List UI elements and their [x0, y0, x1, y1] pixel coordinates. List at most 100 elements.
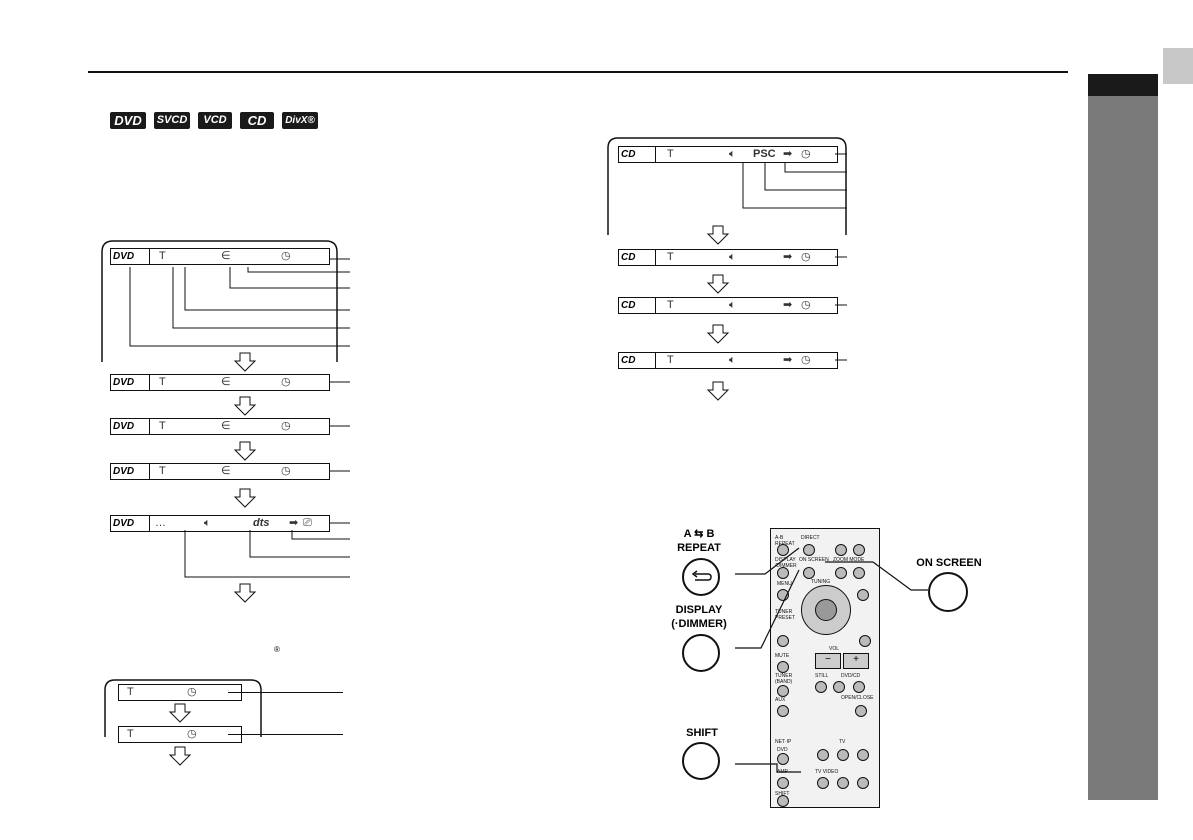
audio-icon: 🔈︎ — [729, 251, 736, 263]
divx-tv-screen-outline — [104, 679, 262, 737]
shift-button[interactable] — [682, 742, 720, 780]
remote-display-text: DISPLAY /DIMMER — [775, 557, 797, 569]
remote-callout-lines — [735, 547, 928, 773]
badge-dvd: DVD — [110, 112, 146, 129]
remote-vol-up-button[interactable]: + — [843, 653, 869, 669]
down-arrow-icon — [706, 381, 730, 401]
remote-aux-text: AUX — [775, 697, 786, 703]
remote-top-button-1[interactable] — [835, 544, 847, 556]
remote-rewind-button[interactable] — [777, 635, 789, 647]
header-rule — [88, 71, 1068, 73]
down-arrow-icon — [168, 703, 192, 723]
shift-label: SHIFT — [686, 727, 718, 739]
dvd-osd-bar-1: DVD T ∈ ◷ — [110, 248, 330, 265]
badge-divx: DivX® — [282, 112, 318, 129]
badge-cd: CD — [240, 112, 274, 129]
remote-return-button[interactable] — [857, 589, 869, 601]
sidebar-section-bar — [1088, 96, 1158, 800]
remote-dvd-cd-text: DVD/CD — [841, 673, 861, 679]
leader-line — [228, 734, 343, 735]
display-label-top: DISPLAY — [675, 604, 723, 616]
remote-dvd-text: DVD — [777, 747, 788, 753]
remote-on-screen-button[interactable] — [803, 567, 815, 579]
remote-still-button[interactable] — [815, 681, 827, 693]
clock-icon: ◷ — [801, 299, 811, 311]
arrow-right-icon: ➡ — [289, 517, 299, 529]
remote-display-button[interactable] — [777, 567, 789, 579]
ab-repeat-button[interactable] — [682, 558, 720, 596]
remote-tv-ch-down-button[interactable] — [837, 777, 849, 789]
psc-indicator: PSC — [753, 148, 776, 160]
remote-menu-text: MENU — [777, 581, 792, 587]
down-arrow-icon — [706, 274, 730, 294]
dvd-osd-bar-4: DVD T ∈ ◷ — [110, 463, 330, 480]
title-icon: T — [159, 420, 166, 432]
cd-osd-logo: CD — [621, 252, 636, 263]
remote-tuning-text: TUNING — [811, 579, 831, 585]
dvd-osd-logo: DVD — [113, 377, 135, 388]
remote-zoom-button[interactable] — [835, 567, 847, 579]
remote-aux-button[interactable] — [777, 705, 789, 717]
clock-icon: ◷ — [281, 250, 291, 262]
remote-tv-vol-down-button[interactable] — [857, 777, 869, 789]
remote-tv-power-button[interactable] — [817, 749, 829, 761]
title-icon: T — [159, 376, 166, 388]
dvd-osd-bar-3: DVD T ∈ ◷ — [110, 418, 330, 435]
remote-direct-button[interactable] — [803, 544, 815, 556]
remote-open-close-button[interactable] — [855, 705, 867, 717]
remote-tuner-band-button[interactable] — [777, 685, 789, 697]
arrow-right-icon: ➡ — [783, 148, 793, 160]
clock-icon: ◷ — [801, 148, 811, 160]
remote-dvd-cd-button[interactable] — [853, 681, 865, 693]
remote-tv-ch-up-button[interactable] — [837, 749, 849, 761]
audio-icon: 🔈︎ — [729, 299, 736, 311]
on-screen-button[interactable] — [928, 572, 968, 612]
remote-tuner-band-text: TUNER (BAND) — [775, 673, 793, 685]
down-arrow-icon — [233, 583, 257, 603]
remote-ab-repeat-button[interactable] — [777, 544, 789, 556]
remote-vol-down-button[interactable]: − — [815, 653, 841, 669]
remote-dvd-button[interactable] — [777, 753, 789, 765]
remote-tv-text: TV — [839, 739, 846, 745]
clock-icon: ◷ — [801, 251, 811, 263]
remote-tv-video-button[interactable] — [817, 777, 829, 789]
dvd-osd-logo: DVD — [113, 466, 135, 477]
remote-mute-button[interactable] — [777, 661, 789, 673]
audio-icon: 🔈︎ — [729, 354, 736, 366]
clock-icon: ◷ — [281, 465, 291, 477]
chapter-icon: ∈ — [221, 250, 231, 262]
remote-shift-button[interactable] — [777, 795, 789, 807]
arrow-right-icon: ➡ — [783, 251, 793, 263]
dvd-osd-bar-2: DVD T ∈ ◷ — [110, 374, 330, 391]
dvd-osd-logo: DVD — [113, 518, 135, 529]
remote-play-button[interactable] — [833, 681, 845, 693]
remote-net-ip-text: NET·IP — [775, 739, 792, 745]
remote-amp-button[interactable] — [777, 777, 789, 789]
divx-osd-bar-2: T ◷ — [118, 726, 242, 743]
down-arrow-icon — [233, 352, 257, 372]
track-icon: T — [667, 251, 674, 263]
chapter-icon: ∈ — [221, 465, 231, 477]
remote-mode-button[interactable] — [853, 567, 865, 579]
dvd-osd-logo: DVD — [113, 251, 135, 262]
cd-tv-screen-outline — [607, 137, 847, 235]
remote-tuner-preset-text: TUNER PRESET — [775, 609, 796, 621]
track-icon: T — [667, 299, 674, 311]
cd-osd-logo: CD — [621, 300, 636, 311]
remote-direct-text: DIRECT — [801, 535, 820, 541]
remote-enter-button[interactable] — [815, 599, 837, 621]
remote-control: A-B REPEAT DIRECT DISPLAY /DIMMER ON SCR… — [770, 528, 880, 808]
remote-mute-text: MUTE — [775, 653, 790, 659]
remote-forward-button[interactable] — [859, 635, 871, 647]
cd-osd-bar-2: CD T 🔈︎ ➡ ◷ — [618, 249, 838, 266]
remote-shift-text: SHIFT — [775, 791, 790, 797]
remote-tv-vol-up-button[interactable] — [857, 749, 869, 761]
cd-osd-bar-1: CD T 🔈︎ PSC ➡ ◷ — [618, 146, 838, 163]
remote-top-button-2[interactable] — [853, 544, 865, 556]
clock-icon: ◷ — [281, 376, 291, 388]
display-dimmer-button[interactable] — [682, 634, 720, 672]
down-arrow-icon — [233, 441, 257, 461]
divx-osd-bar-1: T ◷ — [118, 684, 242, 701]
dvd-tv-screen-outline — [101, 240, 338, 362]
sidebar-header — [1088, 74, 1158, 96]
